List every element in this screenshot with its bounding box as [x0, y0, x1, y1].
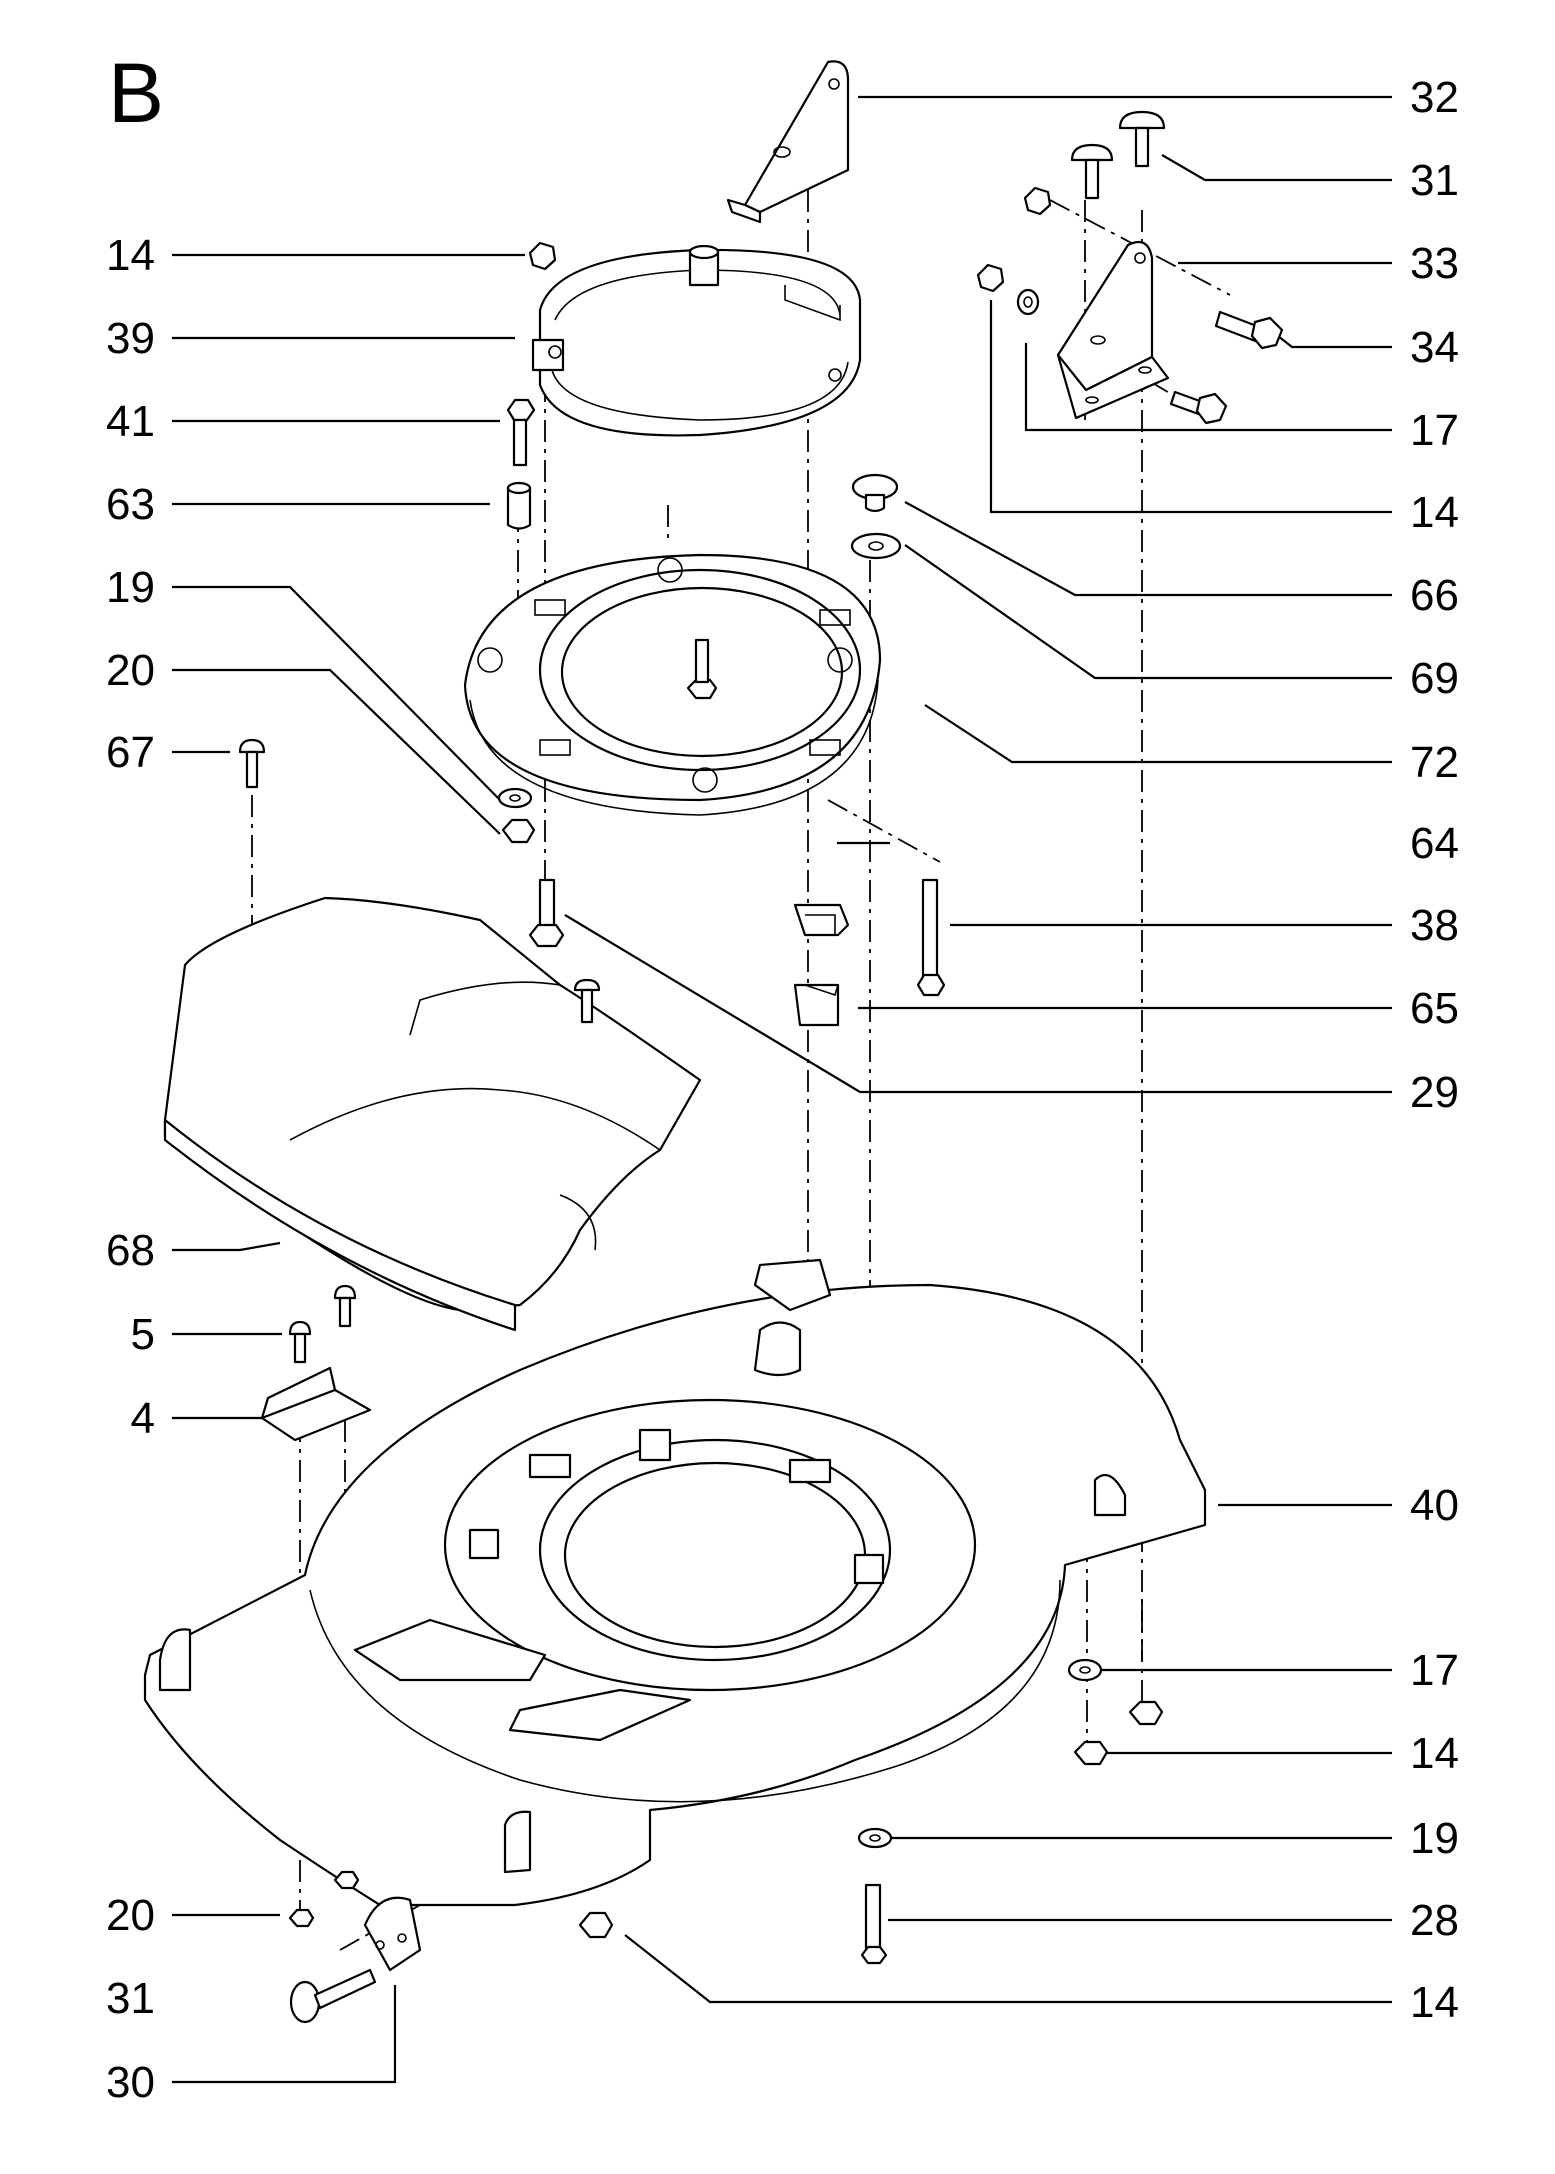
- washer-69: [850, 532, 902, 560]
- callout-28: 28: [1410, 1896, 1459, 1945]
- hex-bolts-34: [1169, 310, 1284, 425]
- rear-cover-68: [163, 896, 702, 1332]
- callout-69: 69: [1410, 654, 1459, 703]
- callouts-left: 14 39 41 63 19 20 67 68 5 4 20 31 30: [106, 231, 155, 2107]
- nuts-20-low: [288, 1870, 360, 1928]
- callout-14-bottom: 14: [1410, 1978, 1459, 2027]
- clamp-30: [363, 1896, 422, 1972]
- callout-41: 41: [106, 397, 155, 446]
- callout-31: 31: [1410, 156, 1459, 205]
- screws-5: [288, 1284, 357, 1364]
- callout-17: 17: [1410, 406, 1459, 455]
- callout-63: 63: [106, 480, 155, 529]
- callout-72: 72: [1410, 738, 1459, 787]
- callout-17-lower: 17: [1410, 1646, 1459, 1695]
- cap-66: [851, 473, 899, 513]
- block-65: [793, 983, 840, 1027]
- callout-32: 32: [1410, 73, 1459, 122]
- callout-39: 39: [106, 314, 155, 363]
- callout-67: 67: [106, 728, 155, 777]
- hex-bolt-41: [506, 398, 536, 467]
- callout-19-lower: 19: [1410, 1814, 1459, 1863]
- leader-lines-right: [564, 95, 1392, 2004]
- callout-20-lower: 20: [106, 1891, 155, 1940]
- bolt-28: [860, 1883, 888, 1965]
- washer-19-low: [857, 1827, 893, 1849]
- callout-5: 5: [131, 1310, 155, 1359]
- callout-14-lower: 14: [1410, 1729, 1459, 1778]
- washer-19-mid: [497, 787, 533, 809]
- callout-34: 34: [1410, 323, 1459, 372]
- callout-20: 20: [106, 646, 155, 695]
- deflector-ring-39: [531, 244, 862, 437]
- bolt-38: [916, 878, 946, 997]
- carriage-bolts-31: [1070, 110, 1166, 200]
- washer-17-top: [1016, 288, 1040, 316]
- callouts-right: 32 31 33 34 17 14 66 69 72 64 38 65 29 4…: [1410, 73, 1459, 2027]
- hex-nuts-14-top: [528, 186, 1052, 293]
- bracket-33: [1056, 240, 1170, 420]
- callout-19: 19: [106, 563, 155, 612]
- section-letter: B: [108, 46, 164, 140]
- callout-65: 65: [1410, 984, 1459, 1033]
- washer-17-low: [1067, 1658, 1103, 1682]
- callout-64: 64: [1410, 819, 1459, 868]
- spacer-63: [506, 481, 532, 530]
- callout-38: 38: [1410, 901, 1459, 950]
- callout-14-right: 14: [1410, 488, 1459, 537]
- screw-67: [238, 738, 266, 789]
- carriage-bolt-31-low: [289, 1968, 377, 2024]
- callout-14: 14: [106, 231, 155, 280]
- callout-29: 29: [1410, 1068, 1459, 1117]
- bracket-4: [260, 1366, 372, 1442]
- callout-33: 33: [1410, 239, 1459, 288]
- mower-deck-40: [143, 1258, 1207, 1939]
- callout-68: 68: [106, 1226, 155, 1275]
- callout-66: 66: [1410, 571, 1459, 620]
- callout-40: 40: [1410, 1481, 1459, 1530]
- callout-31-lower: 31: [106, 1974, 155, 2023]
- callout-30: 30: [106, 2058, 155, 2107]
- leader-lines-left: [172, 253, 525, 2084]
- callout-4: 4: [131, 1394, 155, 1443]
- bracket-32: [726, 60, 850, 224]
- nuts-14-low: [1073, 1700, 1164, 1766]
- bolt-29: [528, 878, 565, 948]
- clip-64: [793, 903, 850, 937]
- nut-20-mid: [501, 818, 536, 844]
- flange-plate-72: [463, 553, 882, 816]
